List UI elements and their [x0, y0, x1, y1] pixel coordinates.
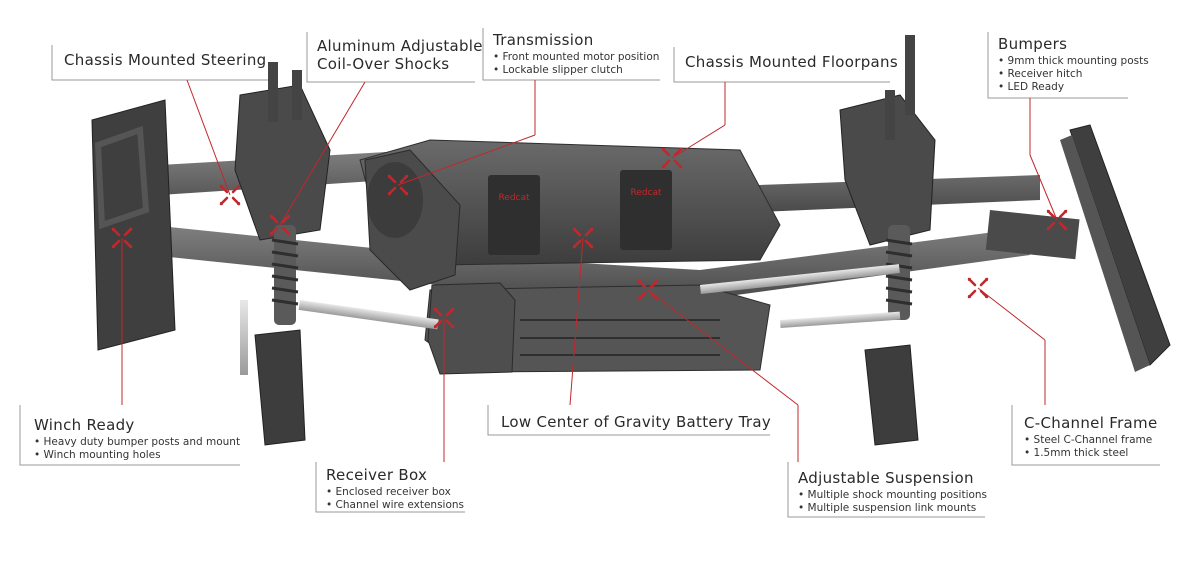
- bullet-item: Channel wire extensions: [326, 499, 465, 512]
- callout-title: Winch Ready: [34, 416, 135, 434]
- bullet-item: Steel C-Channel frame: [1024, 434, 1157, 447]
- bullet-item: 1.5mm thick steel: [1024, 447, 1157, 460]
- bullet-item: Lockable slipper clutch: [493, 64, 659, 77]
- servo-logo-rear: Redcat: [630, 188, 662, 198]
- callout-title: Receiver Box: [326, 466, 428, 484]
- callout-title: Low Center of Gravity Battery Tray: [501, 413, 772, 431]
- callout-title: Bumpers: [998, 35, 1068, 53]
- callout-winch: Winch Ready Heavy duty bumper posts and …: [34, 416, 240, 462]
- leader-lines: [121, 79, 1058, 462]
- bullet-item: Winch mounting holes: [34, 449, 240, 462]
- callout-frames: [19, 28, 1160, 518]
- bullet-item: Enclosed receiver box: [326, 486, 464, 499]
- servo-logo-front: Redcat: [498, 193, 530, 203]
- callout-transmission: Transmission Front mounted motor positio…: [493, 31, 659, 77]
- bullet-item: Front mounted motor position: [493, 51, 660, 64]
- callout-title-line2: Coil-Over Shocks: [317, 55, 450, 73]
- bullet-item: LED Ready: [998, 81, 1149, 94]
- bullet-item: Multiple suspension link mounts: [798, 502, 987, 515]
- callout-title: Chassis Mounted Steering: [64, 51, 267, 69]
- callout-suspension: Adjustable Suspension Multiple shock mou…: [798, 469, 987, 515]
- callout-battery: Low Center of Gravity Battery Tray: [501, 413, 771, 431]
- callout-title: C-Channel Frame: [1024, 414, 1158, 432]
- callout-frame: C-Channel Frame Steel C-Channel frame 1.…: [1024, 414, 1157, 460]
- bullet-item: Multiple shock mounting positions: [798, 489, 988, 502]
- bullet-item: Receiver hitch: [998, 68, 1149, 81]
- callout-shocks: Aluminum Adjustable Coil-Over Shocks: [317, 37, 483, 73]
- callout-steering: Chassis Mounted Steering: [64, 51, 267, 69]
- callout-title: Transmission: [493, 31, 594, 49]
- callout-floorpans: Chassis Mounted Floorpans: [685, 53, 898, 71]
- callout-title: Chassis Mounted Floorpans: [685, 53, 898, 71]
- callout-bumpers: Bumpers 9mm thick mounting posts Receive…: [998, 35, 1149, 94]
- chassis-body: Redcat Redcat: [91, 35, 1171, 446]
- bullet-item: Heavy duty bumper posts and mount: [34, 436, 241, 449]
- callout-title-line1: Aluminum Adjustable: [317, 37, 483, 55]
- callout-receiver: Receiver Box Enclosed receiver box Chann…: [326, 466, 464, 512]
- callout-title: Adjustable Suspension: [798, 469, 974, 487]
- bullet-item: 9mm thick mounting posts: [998, 55, 1149, 68]
